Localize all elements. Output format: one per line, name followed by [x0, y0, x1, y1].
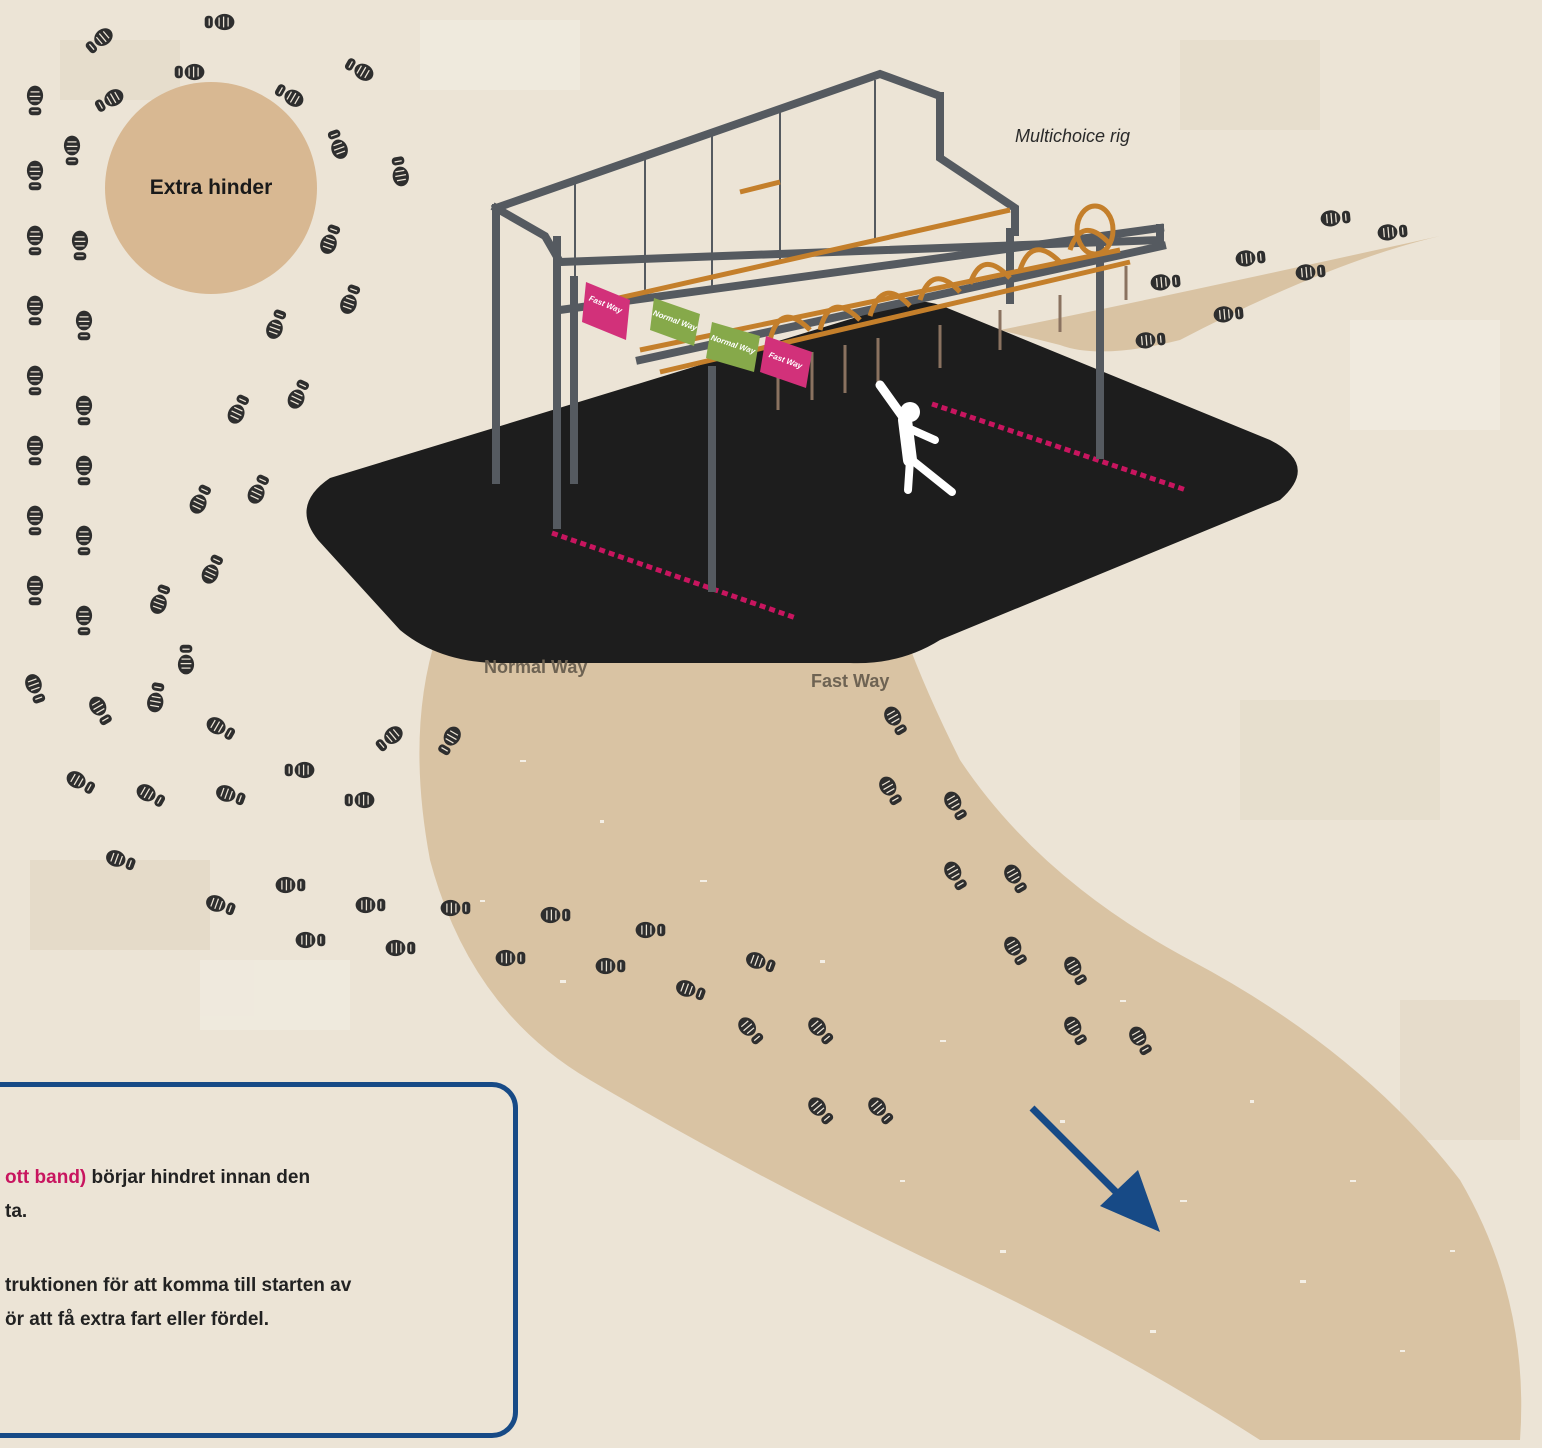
info-highlight: ott band)	[5, 1167, 86, 1188]
rig-back-wall-bars	[575, 80, 875, 300]
multichoice-rig-label: Multichoice rig	[1015, 126, 1130, 147]
info-line-2: ta.	[5, 1201, 27, 1223]
info-box: ott band) börjar hindret innan den ta. t…	[0, 1082, 518, 1438]
fast-way-label: Fast Way	[811, 671, 889, 692]
flag-fast-way-left	[582, 282, 630, 340]
info-line-1: ott band) börjar hindret innan den	[5, 1167, 310, 1189]
info-text: börjar hindret innan den	[86, 1167, 310, 1188]
normal-way-label: Normal Way	[484, 657, 587, 678]
info-line-3: truktionen för att komma till starten av	[5, 1275, 351, 1297]
extra-hinder-label: Extra hinder	[105, 104, 317, 272]
info-line-4: ör att få extra fart eller fördel.	[5, 1309, 269, 1331]
